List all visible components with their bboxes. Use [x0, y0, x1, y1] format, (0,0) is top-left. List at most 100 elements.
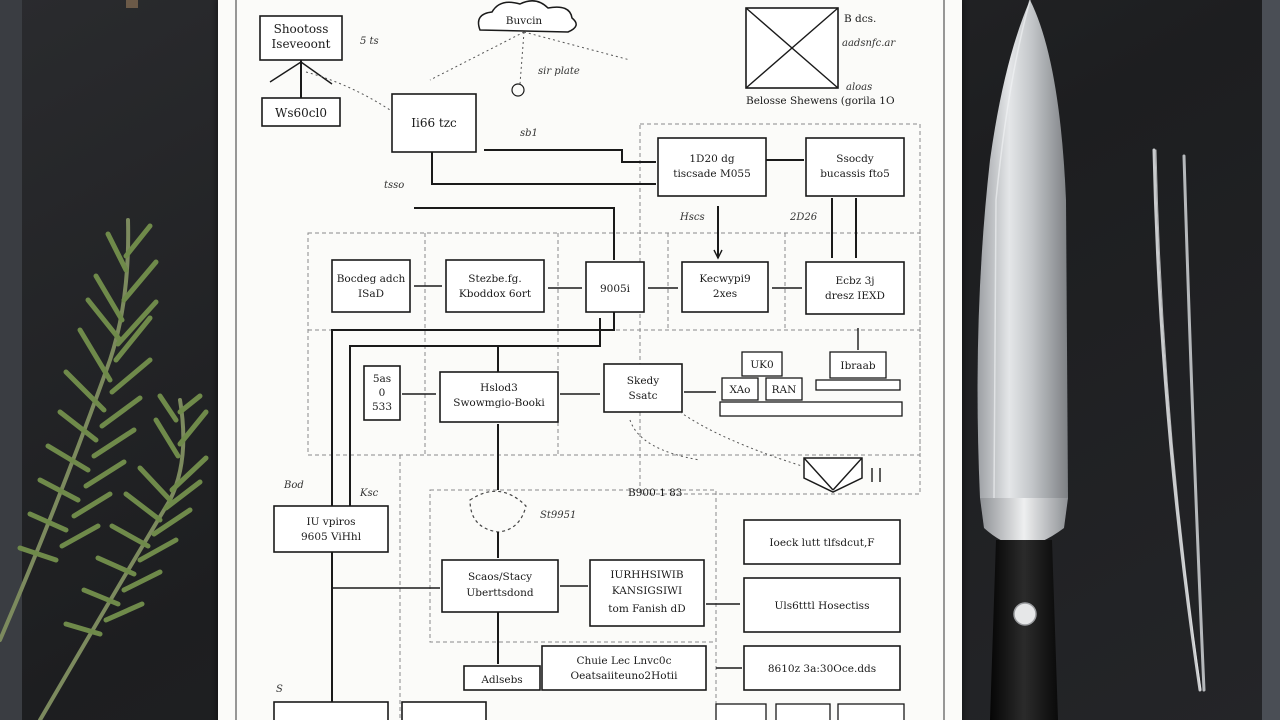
left-box-2-line1: IU vpiros — [306, 516, 355, 528]
stack-box-right — [765, 377, 803, 401]
box-upper — [391, 93, 477, 153]
note-a: Hscs — [679, 212, 705, 223]
dashed-loop-note: St9951 — [540, 510, 576, 521]
box-a — [657, 137, 767, 197]
misc-note-4: Ksc — [359, 488, 379, 499]
row1-box-4 — [681, 261, 769, 313]
bottom-wide-line2: Oeatsaiiteuno2Hotii — [570, 670, 678, 682]
stack-box-top — [741, 351, 783, 377]
box-a-line1: 1D20 dg — [689, 153, 735, 165]
center-right-box — [589, 559, 705, 627]
row1-box-3-line1: 9005i — [600, 283, 631, 295]
bottom-mid-box-partial — [401, 701, 487, 720]
right-list-3: 8610z 3a:30Oce.dds — [768, 663, 876, 675]
side-box-line2: 0 — [379, 387, 386, 399]
note-top-left: 5 ts — [360, 36, 379, 47]
knife-handle — [990, 540, 1058, 720]
misc-note-5: S — [276, 684, 283, 695]
box-top-left — [259, 15, 343, 61]
knife-rivet-icon — [1013, 602, 1037, 626]
bottom-box-label: Adlsebs — [480, 674, 522, 686]
left-box-2-line2: 9605 ViHhl — [301, 531, 362, 543]
dashed-loop — [469, 490, 527, 533]
row1-box-5 — [805, 261, 905, 315]
bottom-left-box-partial — [273, 701, 389, 720]
tweezers — [1152, 148, 1206, 692]
box-top-left-line1: Shootoss — [274, 22, 329, 36]
shield-shape — [803, 457, 863, 493]
stack-label-2: XAo — [729, 384, 750, 396]
flow-diagram: Shootoss Iseveoont 5 ts Ws60cl0 Buvcin s… — [259, 0, 921, 720]
row1-box-2-line1: Stezbe.fg. — [468, 273, 521, 285]
stack-box-left — [721, 377, 759, 401]
misc-note-1: tsso — [384, 180, 404, 191]
center-box — [441, 559, 559, 613]
mid-right-box — [603, 363, 683, 413]
box-a-line2: tiscsade M055 — [673, 168, 751, 180]
stack-right-box — [829, 351, 887, 379]
box-top-left-line2: Iseveoont — [272, 37, 331, 51]
mid-right-box-line2: Ssatc — [629, 390, 658, 402]
side-box — [363, 365, 401, 421]
right-list-box-2 — [743, 577, 901, 633]
slate-edge-left — [0, 0, 22, 720]
dashed-region-lower — [429, 489, 717, 643]
center-box-line2: Uberttsdond — [466, 587, 533, 599]
stack-label-1: UK0 — [750, 359, 773, 371]
row1-box-2 — [445, 259, 545, 313]
mid-note: B900 1 83 — [628, 487, 682, 499]
bottom-wide-line1: Chuie Lec Lnvc0c — [577, 655, 672, 667]
misc-note-3: Bod — [283, 480, 304, 491]
bottom-wide-box — [541, 645, 707, 691]
cloud-note: sir plate — [538, 66, 580, 77]
row1-box-5-line1: Ecbz 3j — [835, 275, 874, 287]
misc-note-2: sb1 — [520, 128, 538, 139]
mid-right-box-line1: Skedy — [627, 375, 659, 387]
rosemary-sprig — [0, 218, 159, 642]
row1-box-1-line1: Bocdeg adch — [337, 273, 406, 285]
box-b-line1: Ssocdy — [836, 153, 874, 165]
box-b — [805, 137, 905, 197]
center-right-box-line1: IURHHSIWIB — [610, 569, 683, 581]
cloud-shape — [477, 0, 577, 33]
side-box-line1: 5as — [373, 373, 391, 385]
left-box-2 — [273, 505, 389, 553]
legend-note-2: aadsnfc.ar — [842, 38, 896, 49]
center-box-line1: Scaos/Stacy — [468, 571, 532, 583]
note-b: 2D26 — [789, 212, 818, 223]
mid-box — [439, 371, 559, 423]
row1-box-4-line2: 2xes — [713, 288, 737, 300]
legend-note-1: B dcs. — [844, 13, 876, 25]
right-list-2: Uls6tttl Hosectiss — [775, 600, 870, 612]
mid-box-line1: Hslod3 — [480, 382, 518, 394]
center-right-box-line3: tom Fanish dD — [608, 603, 685, 615]
knife-blade — [977, 0, 1068, 498]
rosemary-sprig-2 — [38, 393, 209, 720]
right-list-box-1 — [743, 519, 901, 565]
row1-box-1 — [331, 259, 411, 313]
bottom-box — [463, 665, 541, 691]
side-box-line3: 533 — [372, 401, 392, 413]
box-b-line2: bucassis fto5 — [820, 168, 890, 180]
center-right-box-line2: KANSIGSIWI — [612, 585, 682, 597]
box-top-left-small-label: Ws60cl0 — [275, 106, 327, 120]
cloud-label: Buvcin — [506, 15, 543, 27]
box-upper-label: Ii66 tzc — [411, 116, 457, 130]
row1-box-4-line1: Kecwypi9 — [699, 273, 750, 285]
chef-knife — [977, 0, 1068, 720]
stack-base — [719, 401, 903, 417]
rosemary-top — [126, 0, 138, 8]
right-list-1: Ioeck lutt tlfsdcut,F — [769, 537, 874, 549]
stack-right-label: Ibraab — [840, 360, 875, 372]
box-top-left-small — [261, 97, 341, 127]
row1-box-1-line2: ISaD — [358, 288, 384, 300]
legend-note-3: aloas — [846, 82, 872, 93]
legend-label: Belosse Shewens (gorila 1O — [746, 95, 895, 107]
sheet-border — [235, 0, 945, 720]
mid-box-line2: Swowmgio-Booki — [453, 397, 545, 409]
right-list-box-3 — [743, 645, 901, 691]
row1-box-2-line2: Kboddox 6ort — [459, 288, 532, 300]
knife-bolster — [980, 498, 1068, 546]
